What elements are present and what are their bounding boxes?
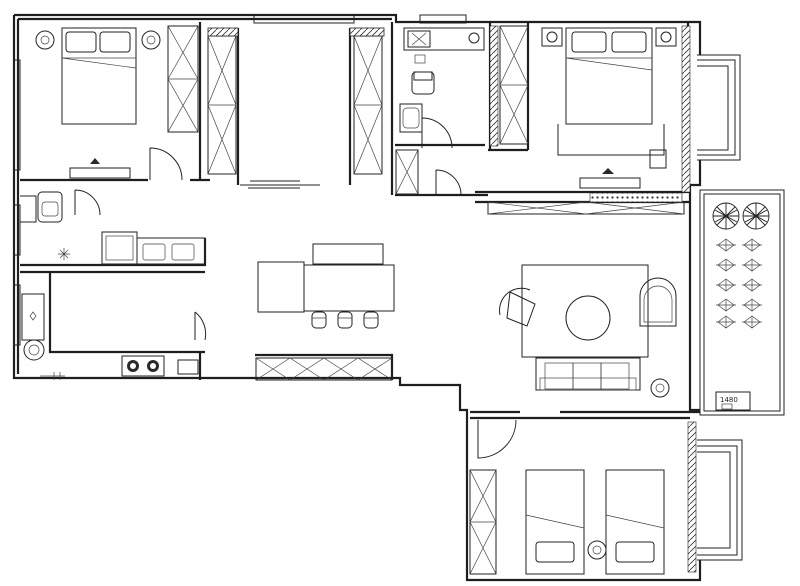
- bathroom-1: [399, 27, 485, 133]
- exterior-walls: [12, 13, 785, 582]
- balcony-dimension-label: 1480: [720, 396, 738, 404]
- bedroom-3: [525, 469, 665, 575]
- wardrobes: [167, 25, 697, 575]
- kitchen: [21, 231, 206, 380]
- dining-area: [257, 243, 395, 329]
- bedroom-2: [541, 27, 677, 189]
- living-room: [499, 264, 677, 398]
- bedroom-1: [35, 27, 161, 179]
- bathroom-2: [20, 191, 70, 260]
- balcony-plants: 1480: [712, 202, 770, 411]
- doors: [74, 117, 517, 459]
